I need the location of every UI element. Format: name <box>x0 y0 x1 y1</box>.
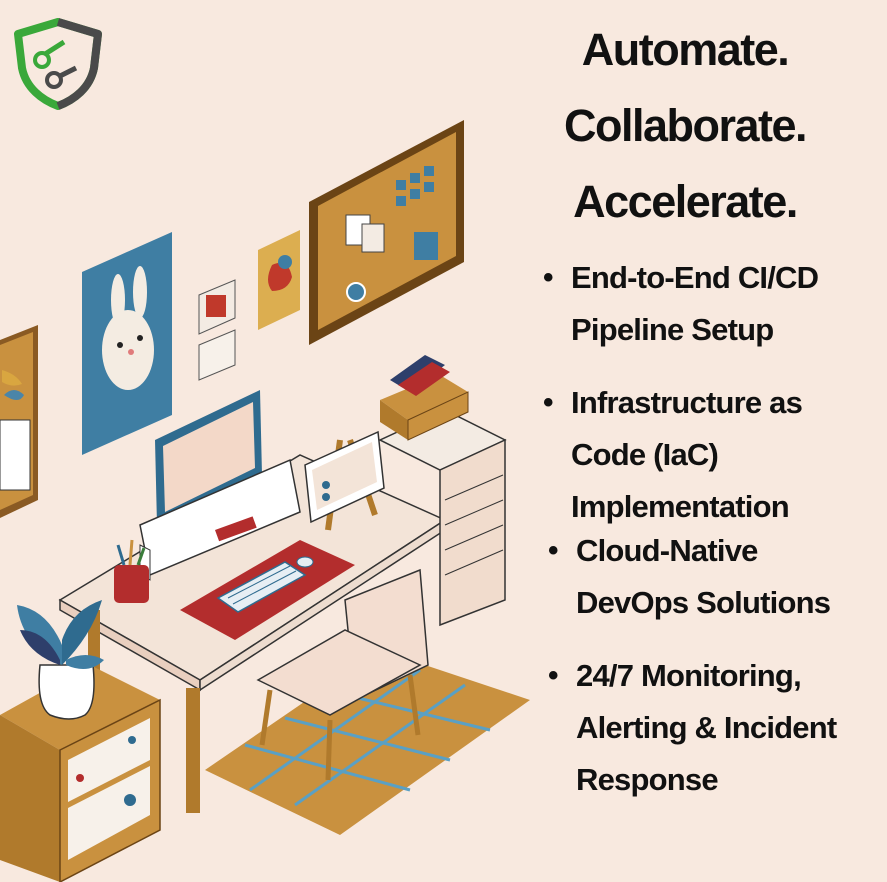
left-corkboard <box>0 325 38 518</box>
side-drawer <box>0 665 161 882</box>
bullet-dot-icon: • <box>548 534 558 567</box>
bullet-dot-icon: • <box>548 659 558 692</box>
small-frames <box>198 230 300 381</box>
feature-line: 24/7 Monitoring, <box>576 658 802 693</box>
feature-item-cicd: • End-to-End CI/CD Pipeline Setup <box>543 252 819 356</box>
chair <box>256 568 429 781</box>
headline-line-3: Accelerate. <box>573 176 798 227</box>
feature-line: Code (IaC) <box>571 437 719 472</box>
monitor <box>155 390 262 532</box>
corkboard <box>309 120 464 345</box>
feature-item-cloud-native: • Cloud-Native DevOps Solutions <box>548 525 831 629</box>
bullet-dot-icon: • <box>543 386 553 419</box>
feature-line: Infrastructure as <box>571 385 803 420</box>
rug <box>205 650 530 835</box>
feature-line: Cloud-Native <box>576 533 758 568</box>
desk-mat <box>180 540 355 640</box>
headline-line-1: Automate. <box>581 24 790 75</box>
pen-cup <box>114 539 149 603</box>
feature-item-iac: • Infrastructure as Code (IaC) Implement… <box>543 377 803 533</box>
rabbit-poster <box>82 232 172 455</box>
monitor-stand <box>139 458 301 581</box>
headline-line-2: Collaborate. <box>563 100 808 151</box>
feature-line: Alerting & Incident <box>576 710 837 745</box>
plant <box>17 600 104 720</box>
headline: Automate. Collaborate. Accelerate. <box>530 12 840 240</box>
feature-item-monitoring: • 24/7 Monitoring, Alerting & Incident R… <box>548 650 837 806</box>
shield-circuit-icon <box>14 18 102 110</box>
desk <box>58 454 447 813</box>
feature-line: End-to-End CI/CD <box>571 260 819 295</box>
feature-line: Response <box>576 762 719 797</box>
tablet-easel <box>304 430 385 531</box>
drawer-cabinet <box>378 355 507 627</box>
feature-line: Pipeline Setup <box>571 312 774 347</box>
feature-line: Implementation <box>571 489 790 524</box>
feature-line: DevOps Solutions <box>576 585 831 620</box>
bullet-dot-icon: • <box>543 261 553 294</box>
